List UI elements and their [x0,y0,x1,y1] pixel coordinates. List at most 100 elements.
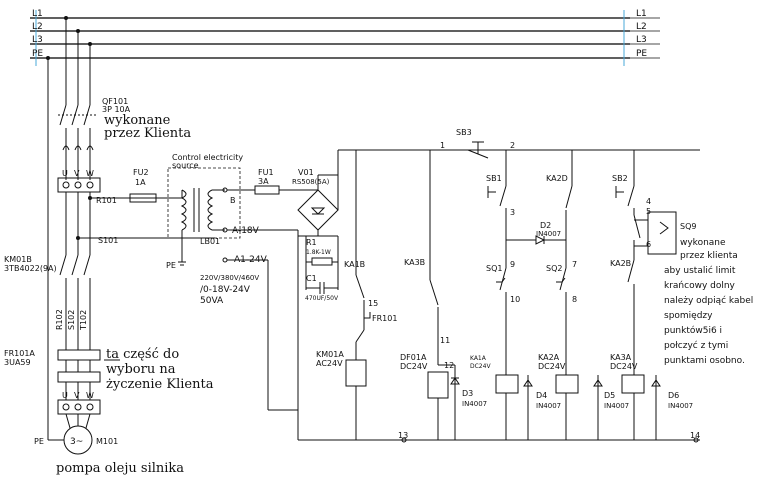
ces-line2: source [172,161,199,170]
s102-label: S102 [67,310,76,330]
fu1-rating: 3A [258,177,269,186]
node-4: 4 [646,197,651,206]
sb3-label: SB3 [456,128,472,137]
branch-ka1a [487,150,566,440]
node-3: 3 [510,208,515,217]
d6-model: IN4007 [668,402,693,410]
bus-label-l3-right: L3 [636,35,647,45]
bus-label-pe-right: PE [636,49,647,59]
note-sq9-line2: przez klienta [680,251,738,261]
d4-model: IN4007 [536,402,561,410]
d6-label: D6 [668,391,679,400]
limit-note-4: spomiędzy [664,311,713,321]
c1-value: 470UF/50V [305,295,339,302]
sb2-label: SB2 [612,174,628,183]
fu1-label: FU1 [258,168,274,177]
term-u: U [62,169,68,178]
node-9: 9 [510,260,515,269]
a18-label: A-18V [232,226,260,236]
branch-df01a [427,150,460,440]
qf101-label: QF101 [102,97,128,106]
d3-label: D3 [462,389,473,398]
limit-note-2: krańcowy dolny [664,281,736,291]
node-13: 13 [398,431,408,440]
node-8: 8 [572,295,577,304]
terminal-block-bottom [57,399,101,415]
power-bus [30,10,660,66]
lb01-label: LB01 [200,237,220,246]
ka1b-label: KA1B [344,260,365,269]
ka1a-label: KA1A [470,355,487,362]
r1-label: R1 [306,238,317,247]
fr101a-model: 3UA59 [4,358,31,367]
term-v-bottom: V [74,391,80,400]
m101-label: M101 [96,437,118,446]
sb1-label: SB1 [486,174,502,183]
ka2a-label: KA2A [538,353,560,362]
node-6: 6 [646,240,651,249]
r1-value: 1.8K-1W [306,249,331,256]
bus-label-l3-left: L3 [32,35,43,45]
node-14: 14 [690,431,700,440]
bus-label-l1-left: L1 [32,9,43,19]
note-pump: pompa oleju silnika [56,461,184,476]
bus-label-pe-left: PE [32,49,43,59]
qf101-rating: 3P 10A [102,105,131,114]
km01a-voltage: AC24V [316,359,343,368]
note-client-line1: wykonane [104,113,171,128]
term-b-label: B [230,196,236,205]
branch-km01a [345,150,371,440]
ka3a-voltage: DC24V [610,362,638,371]
df01a-label: DF01A [400,353,427,362]
node-5: 5 [646,207,651,216]
d2-model: IN4007 [536,230,561,238]
fu2-fuse [129,193,182,203]
fu2-rating: 1A [135,178,146,187]
ka1a-voltage: DC24V [470,363,491,370]
transformer-lb01 [178,188,225,266]
r1-c1-network [298,235,339,294]
main-power-lines [46,16,96,430]
node-10: 10 [510,295,520,304]
d3-model: IN4007 [462,400,487,408]
ces-line1: Control electricity [172,153,243,162]
terminal-block-top [57,177,101,193]
r102-label: R102 [55,309,64,330]
d4-label: D4 [536,391,547,400]
ka3a-label: KA3A [610,353,632,362]
node-11: 11 [440,336,450,345]
lb01-spec3: 50VA [200,296,224,306]
fr101a-thermal-relay [57,349,120,400]
lb01-spec2: /0-18V-24V [200,285,251,295]
sq9-limit-switch [647,211,677,255]
km01b-contactor [59,254,91,350]
term-w: W [86,169,94,178]
bus-label-l2-left: L2 [32,22,43,32]
limit-note-5: punktów5i6 i [664,325,722,336]
v01-model: RS508(5A) [292,178,330,186]
branch-ka2a [555,150,603,440]
node-2: 2 [510,141,515,150]
node-1: 1 [440,141,445,150]
v01-bridge-rectifier [227,150,339,410]
sq2-label: SQ2 [546,264,562,273]
fr101-label: FR101 [372,314,397,323]
limit-note-6: połczyć z tymi [664,340,728,351]
transformer-frame [167,167,241,239]
km01b-model: 3TB4022(9A) [4,264,57,273]
term-w-bottom: W [86,391,94,400]
km01a-label: KM01A [316,350,344,359]
sb3-stop-button [467,141,489,159]
note-sq9-line1: wykonane [680,238,726,248]
limit-note-3: należy odpiąć kabel [664,295,753,306]
pe-motor-label: PE [34,437,44,446]
d2-label: D2 [540,221,551,230]
note-optional-line1: ta część do [106,347,179,362]
d5-model: IN4007 [604,402,629,410]
note-client-line2: przez Klienta [104,126,191,141]
t102-label: T102 [79,310,88,331]
node-7: 7 [572,260,577,269]
ka2b-label: KA2B [610,259,631,268]
ka3b-label: KA3B [404,258,425,267]
bus-label-l2-right: L2 [636,22,647,32]
